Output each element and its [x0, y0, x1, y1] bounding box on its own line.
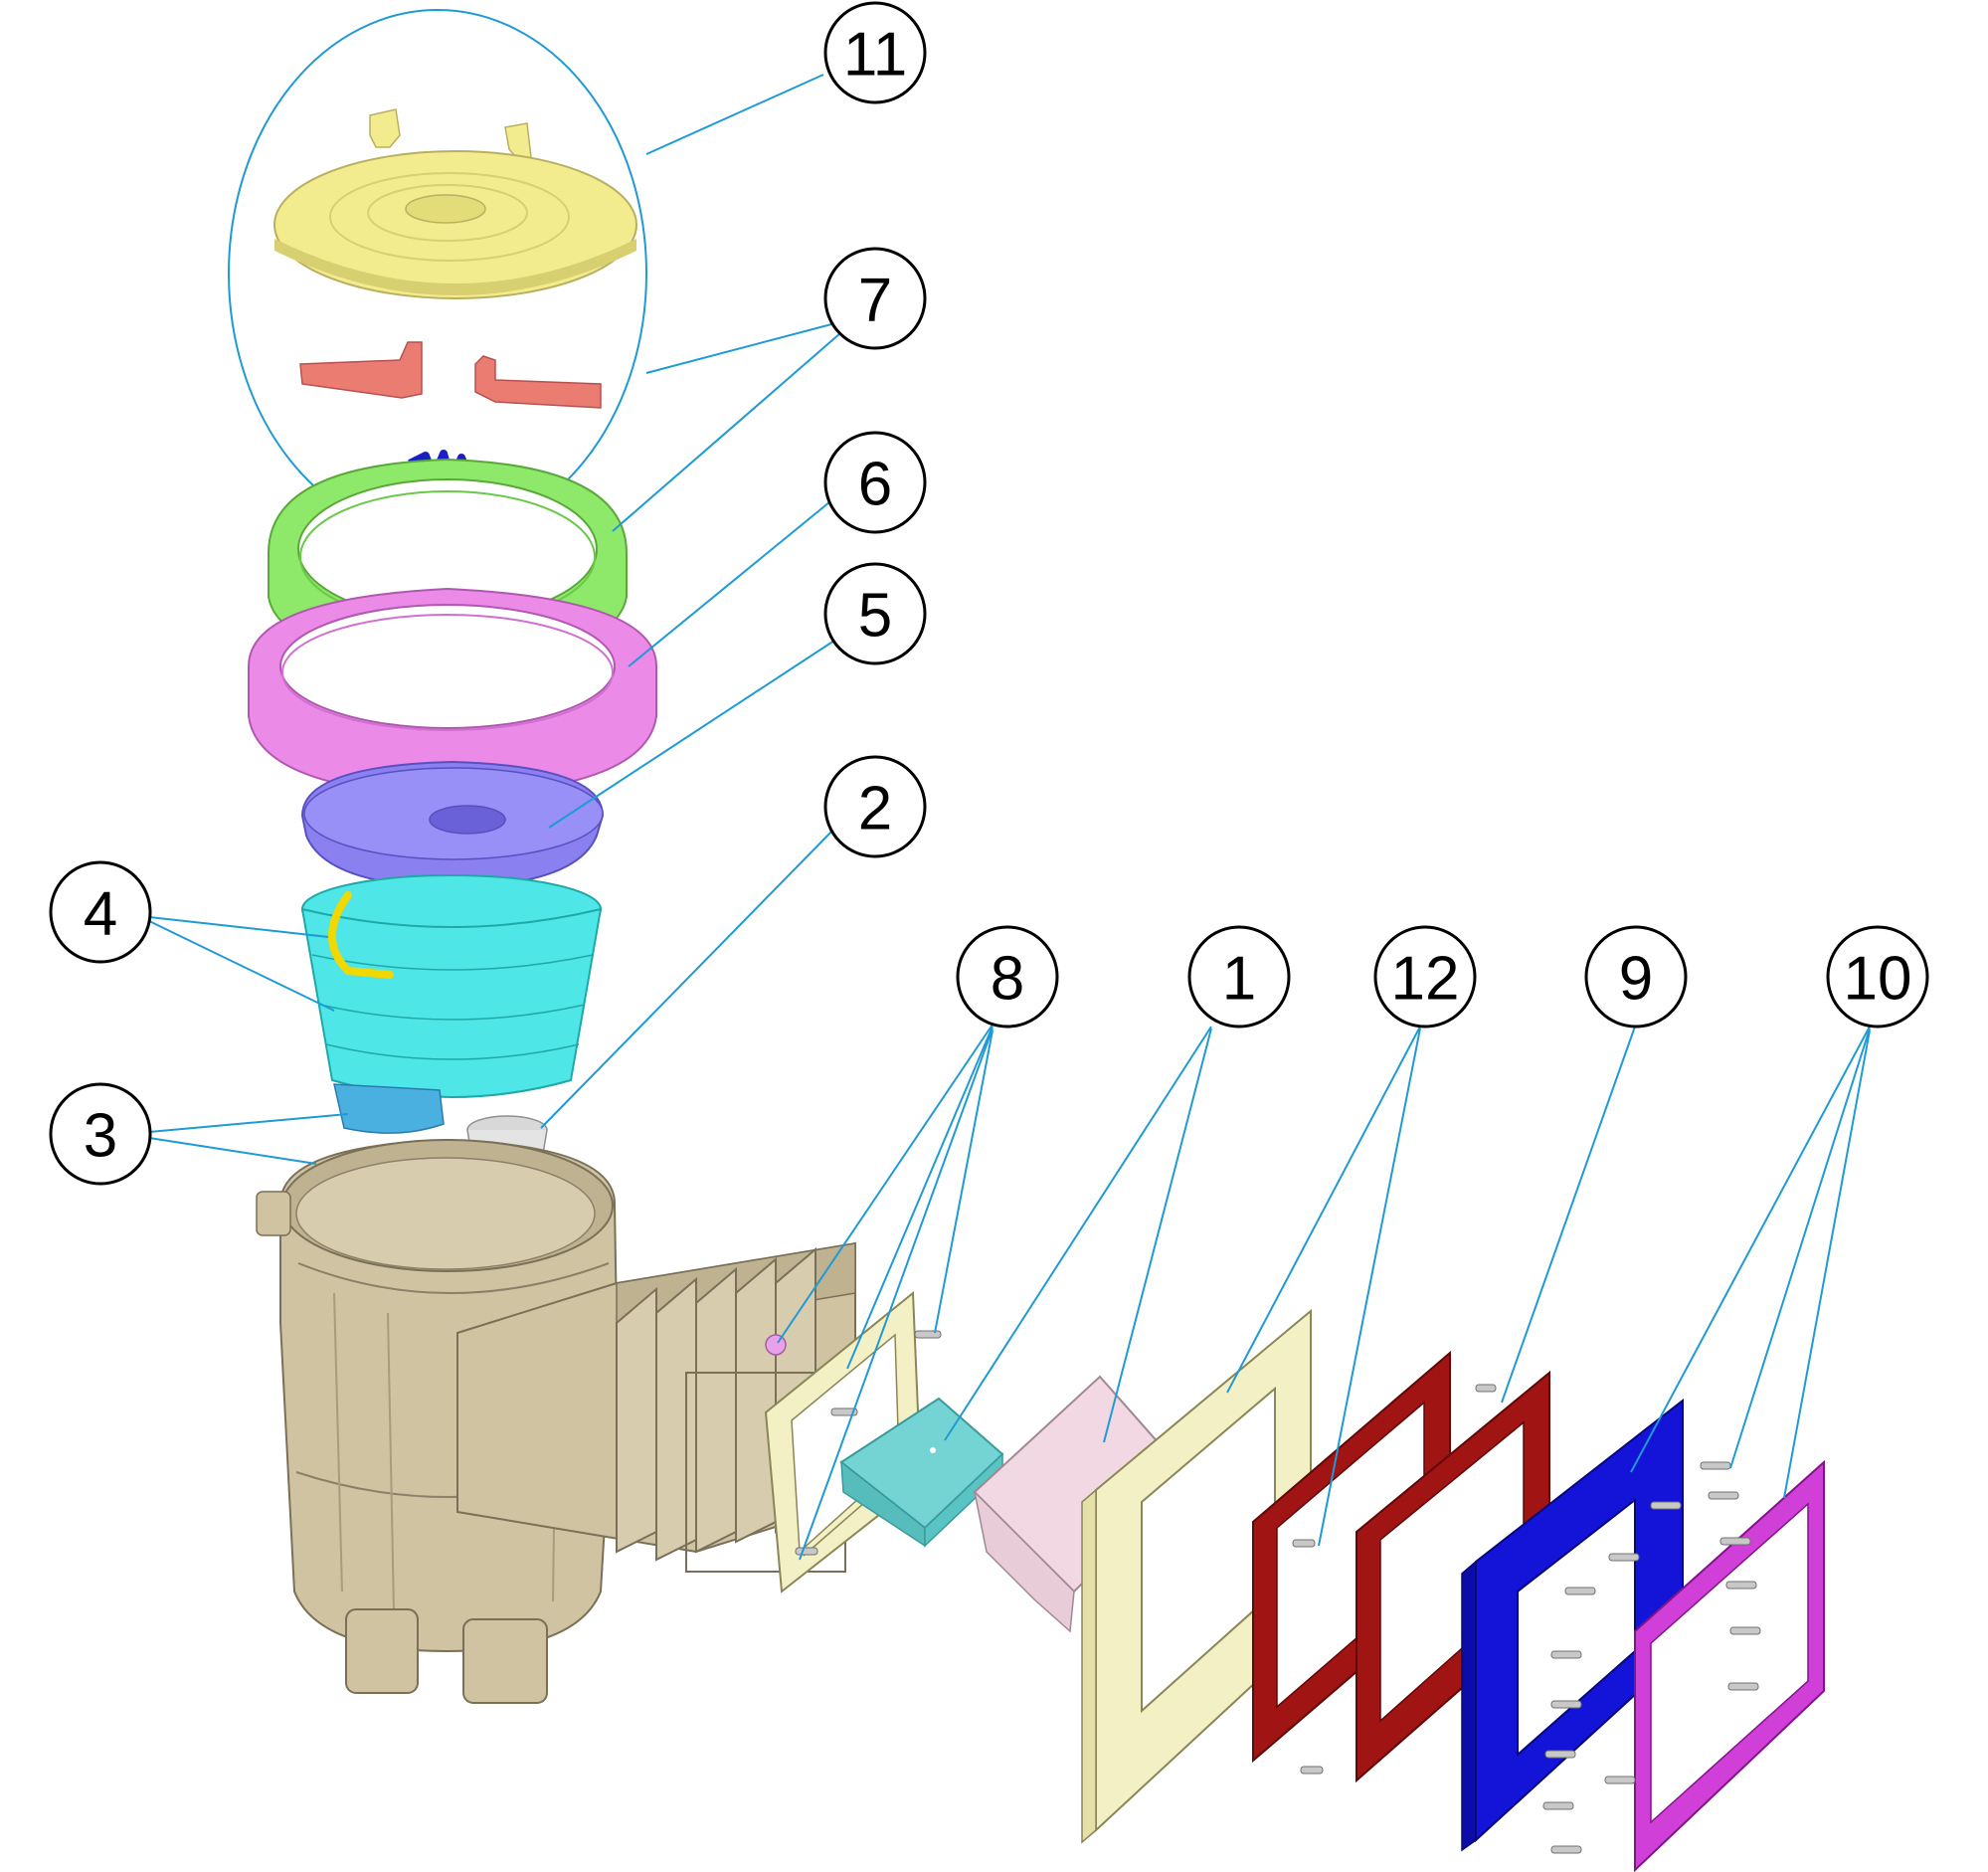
callout-label: 4 [84, 880, 117, 949]
callout-10: 10 [1826, 925, 1929, 1029]
callout-label: 9 [1619, 945, 1653, 1014]
screw-icon [795, 1330, 1761, 1854]
callout-9: 9 [1584, 925, 1688, 1029]
part-10-cover-frame [1634, 1459, 1825, 1872]
callout-label: 10 [1844, 945, 1912, 1014]
callout-12: 12 [1373, 925, 1477, 1029]
part-7-lock-tabs [299, 341, 602, 409]
leader-lines [148, 74, 1871, 1561]
callout-label: 8 [991, 945, 1024, 1014]
callout-4: 4 [49, 860, 152, 964]
callout-label: 2 [858, 775, 892, 843]
callout-8: 8 [956, 925, 1059, 1029]
callout-label: 11 [843, 21, 907, 90]
callout-2: 2 [823, 755, 927, 858]
skimmer-body [256, 1138, 856, 1704]
part-11-lid [273, 108, 637, 299]
callout-7: 7 [823, 247, 927, 350]
part-1-weir-door [839, 1397, 1004, 1548]
callout-5: 5 [823, 562, 927, 665]
callout-label: 7 [858, 267, 892, 335]
callout-label: 1 [1222, 945, 1256, 1014]
part-9-face-plate [1461, 1398, 1684, 1852]
part-4-basket [300, 874, 603, 1134]
callout-1: 1 [1187, 925, 1291, 1029]
callout-label: 6 [858, 451, 892, 519]
callout-label: 3 [84, 1102, 117, 1171]
part-6-ring [248, 587, 657, 798]
part-5-plate [300, 760, 605, 889]
callout-11: 11 [823, 1, 927, 104]
callout-3: 3 [49, 1082, 152, 1186]
callout-label: 12 [1391, 945, 1460, 1014]
callout-label: 5 [858, 582, 892, 651]
callout-6: 6 [823, 431, 927, 534]
